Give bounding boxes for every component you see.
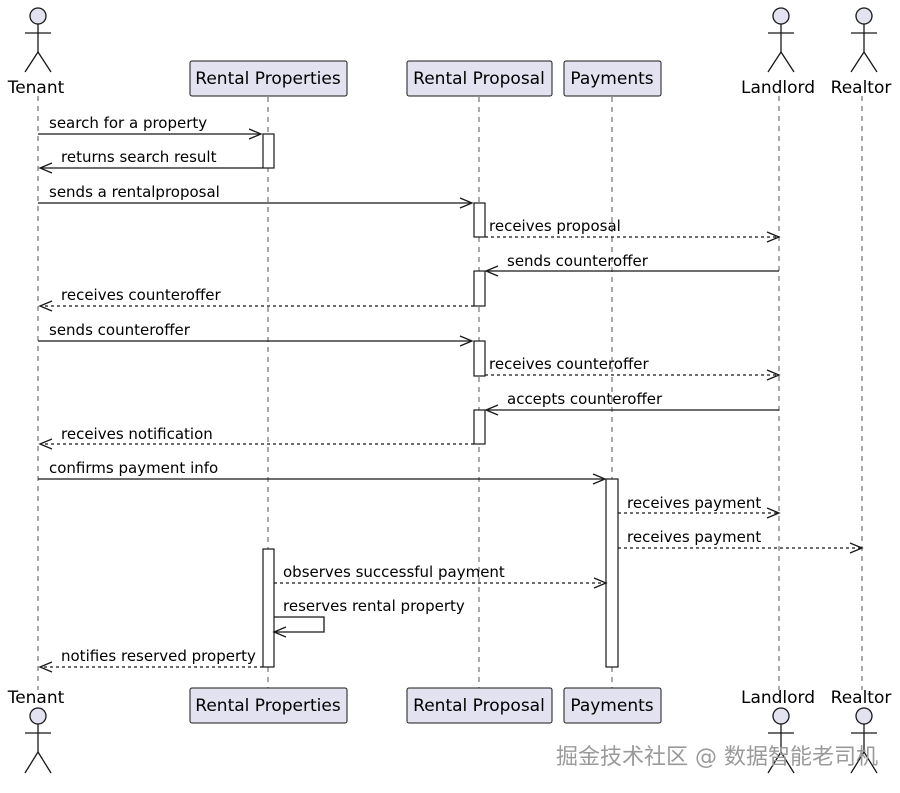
- message-label: sends counteroffer: [507, 252, 649, 270]
- message-arrow: [274, 577, 608, 589]
- participant-box-rental-properties: [189, 60, 348, 97]
- message-label: returns search result: [61, 148, 217, 166]
- participant-label-rental-properties-bottom: Rental Properties: [195, 696, 341, 716]
- participant-label-payments: Payments: [570, 69, 653, 89]
- message-arrow: [618, 507, 781, 519]
- message-label: confirms payment info: [49, 459, 218, 477]
- watermark: 掘金技术社区 @ 数据智能老司机: [556, 745, 878, 770]
- actor-icon: [24, 707, 52, 774]
- participant-label-rental-proposal: Rental Proposal: [413, 69, 545, 89]
- participant-label-rental-properties: Rental Properties: [195, 69, 341, 89]
- message-arrow: [38, 335, 474, 347]
- actor-label-landlord: Landlord: [741, 78, 815, 98]
- message-label: search for a property: [49, 114, 207, 132]
- message-arrow: [38, 438, 474, 450]
- actor-label-tenant: Tenant: [7, 78, 65, 98]
- participant-box-payments-bottom: [563, 687, 662, 724]
- message-label: accepts counteroffer: [507, 390, 663, 408]
- message-label: reserves rental property: [283, 597, 465, 615]
- activation-bar: [473, 270, 486, 307]
- message-label: receives payment: [627, 528, 761, 546]
- message-arrow: [484, 404, 779, 416]
- activation-bar: [605, 478, 619, 668]
- message-arrow: [38, 128, 263, 140]
- message-label: sends a rentalproposal: [49, 183, 220, 201]
- participant-box-rental-properties-bottom: [189, 687, 348, 724]
- message-arrow: [38, 661, 263, 673]
- actor-icon: [850, 707, 878, 774]
- actor-icon: [767, 7, 795, 73]
- message-label: receives counteroffer: [61, 286, 222, 304]
- actor-label-tenant-bottom: Tenant: [7, 688, 65, 708]
- message-label: receives notification: [61, 425, 213, 443]
- actor-label-realtor: Realtor: [831, 78, 892, 98]
- message-arrow: [618, 542, 864, 554]
- activation-bar: [473, 409, 486, 445]
- message-arrow: [485, 231, 781, 243]
- actor-icon: [850, 7, 878, 73]
- message-arrow: [38, 473, 607, 485]
- message-label: receives proposal: [489, 217, 621, 235]
- activation-bar: [262, 133, 275, 169]
- participant-box-payments: [563, 60, 662, 97]
- message-arrow: [38, 162, 263, 174]
- actor-label-landlord-bottom: Landlord: [741, 688, 815, 708]
- activation-bar: [262, 548, 275, 668]
- message-arrow: [38, 197, 474, 209]
- self-message-arrow: [272, 616, 325, 638]
- actor-icon: [767, 707, 795, 774]
- message-label: observes successful payment: [283, 563, 505, 581]
- message-arrow: [485, 369, 781, 381]
- participant-box-rental-proposal: [406, 60, 553, 97]
- message-label: sends counteroffer: [49, 321, 191, 339]
- activation-bar: [473, 340, 486, 377]
- message-label: receives payment: [627, 494, 761, 512]
- participant-label-rental-proposal-bottom: Rental Proposal: [413, 696, 545, 716]
- message-label: receives counteroffer: [489, 355, 650, 373]
- actor-icon: [24, 7, 52, 73]
- activation-bar: [473, 202, 486, 238]
- participant-box-rental-proposal-bottom: [406, 687, 553, 724]
- participant-label-payments-bottom: Payments: [570, 696, 653, 716]
- actor-label-realtor-bottom: Realtor: [831, 688, 892, 708]
- message-label: notifies reserved property: [61, 647, 256, 665]
- message-arrow: [38, 300, 474, 312]
- message-arrow: [484, 265, 779, 277]
